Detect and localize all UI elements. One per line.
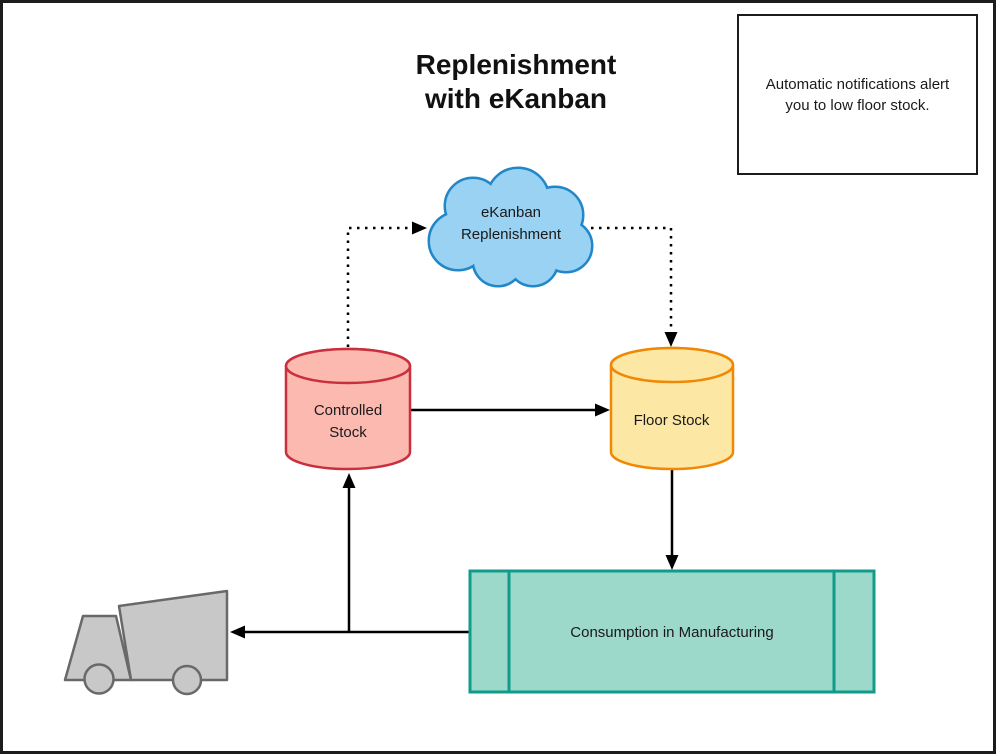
diagram-shapes [63, 166, 876, 696]
edge-controlled-to-floor [411, 403, 610, 417]
edge-junction-to-controlled [342, 473, 356, 632]
controlled-stock-cylinder [284, 347, 412, 471]
edge-controlled-to-cloud [346, 221, 427, 347]
truck-icon [63, 589, 229, 696]
diagram-title: Replenishment with eKanban [415, 49, 617, 114]
note-text: Automatic notifications alert you to low… [765, 75, 950, 114]
consumption-box [468, 569, 876, 694]
cloud-shape-fill [430, 169, 591, 285]
edge-floor-to-consumption [665, 470, 679, 570]
controlled-stock-label: Controlled Stock [313, 402, 383, 441]
consumption-label: Consumption in Manufacturing [570, 624, 774, 641]
edge-cloud-to-floor [591, 226, 678, 347]
floor-stock-label: Floor Stock [633, 412, 710, 429]
edge-consumption-to-truck [230, 625, 469, 639]
floor-stock-cylinder [609, 346, 735, 471]
note-box: Automatic notifications alert you to low… [737, 14, 978, 175]
cloud-label: eKanban Replenishment [460, 204, 562, 243]
